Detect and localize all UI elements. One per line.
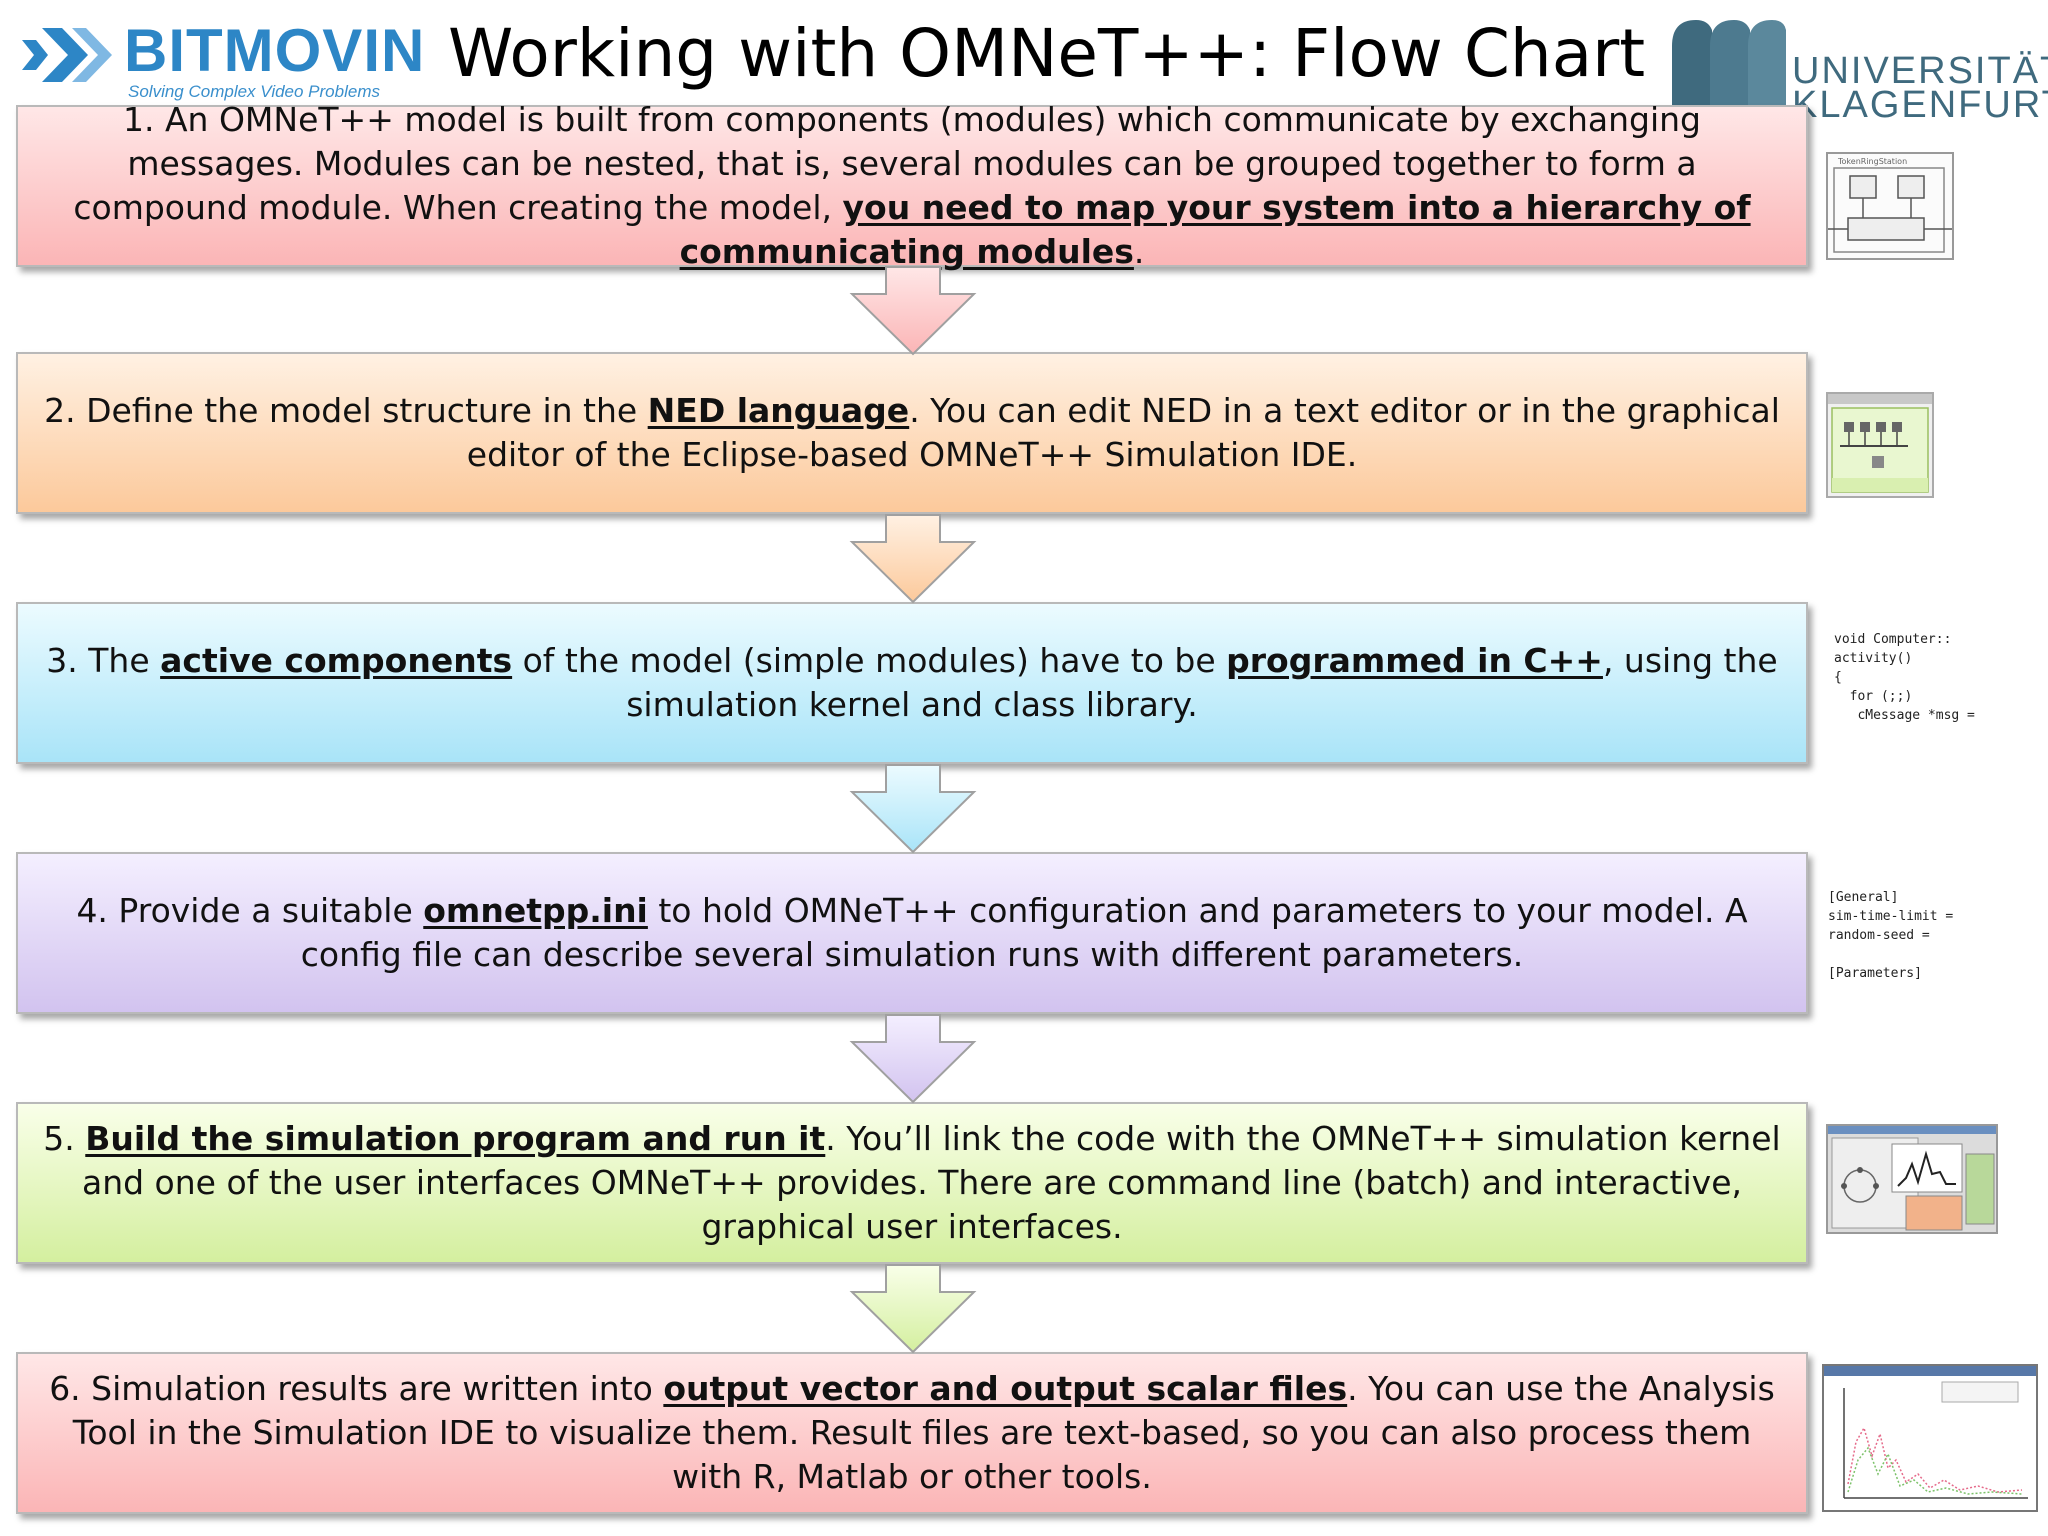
flow-step-1: 1. An OMNeT++ model is built from compon… [16,100,1808,271]
flow-step-6: 6. Simulation results are written into o… [16,1352,1808,1514]
step-5-highlight: Build the simulation program and run it [85,1119,826,1158]
ned-editor-screenshot-thumbnail [1826,392,1934,498]
university-name: UNIVERSITÄT KLAGENFURT [1792,50,2048,126]
simulation-gui-screenshot-thumbnail [1826,1124,1998,1234]
page-title: Working with OMNeT++: Flow Chart [448,15,1646,92]
header: BITMOVIN Solving Complex Video Problems … [0,0,2048,124]
flow-step-5: 5. Build the simulation program and run … [16,1102,1808,1264]
module-hierarchy-diagram-thumbnail: TokenRingStation [1826,152,1954,260]
step-2-highlight: NED language [647,391,910,430]
university-building-icon [1672,20,1786,116]
klagenfurt-logo: UNIVERSITÄT KLAGENFURT [1668,16,2048,124]
step-1-highlight: you need to map your system into a hiera… [679,188,1751,271]
bitmovin-name: BITMOVIN [124,17,426,84]
flow-arrow-down-icon [849,1014,977,1104]
bitmovin-chevron-icon [22,28,112,82]
step-4-highlight: omnetpp.ini [423,891,648,930]
bitmovin-tagline: Solving Complex Video Problems [128,82,380,101]
flow-arrow-down-icon [849,514,977,604]
step-4-text: 4. Provide a suitable omnetpp.ini to hol… [76,891,1748,974]
step-2-text: 2. Define the model structure in the NED… [44,391,1780,474]
step-1-text: 1. An OMNeT++ model is built from compon… [73,100,1751,271]
cpp-code-thumbnail: void Computer::activity(){ for (;;) cMes… [1834,632,1975,723]
flow-arrow-down-icon [849,1264,977,1354]
flow-step-4: 4. Provide a suitable omnetpp.ini to hol… [16,852,1808,1014]
step-6-highlight: output vector and output scalar files [663,1369,1348,1408]
result-plot-thumbnail [1822,1364,2038,1512]
step-3-text: 3. The active components of the model (s… [46,641,1778,724]
thumbnail-1-caption: TokenRingStation [1837,157,1907,166]
flow-step-2: 2. Define the model structure in the NED… [16,352,1808,514]
step-5-text: 5. Build the simulation program and run … [43,1119,1781,1246]
university-line2: KLAGENFURT [1792,84,2048,126]
university-line1: UNIVERSITÄT [1792,50,2048,92]
flow-step-3: 3. The active components of the model (s… [16,602,1808,764]
flow-arrow-down-icon [849,764,977,854]
ini-file-thumbnail: [General]sim-time-limit =random-seed = [… [1828,890,1954,981]
bitmovin-logo: BITMOVIN Solving Complex Video Problems [20,14,424,104]
step-3-highlight-2: programmed in C++ [1226,641,1603,680]
step-6-text: 6. Simulation results are written into o… [49,1369,1775,1496]
step-3-highlight-1: active components [160,641,513,680]
flow-arrow-down-icon [849,266,977,356]
